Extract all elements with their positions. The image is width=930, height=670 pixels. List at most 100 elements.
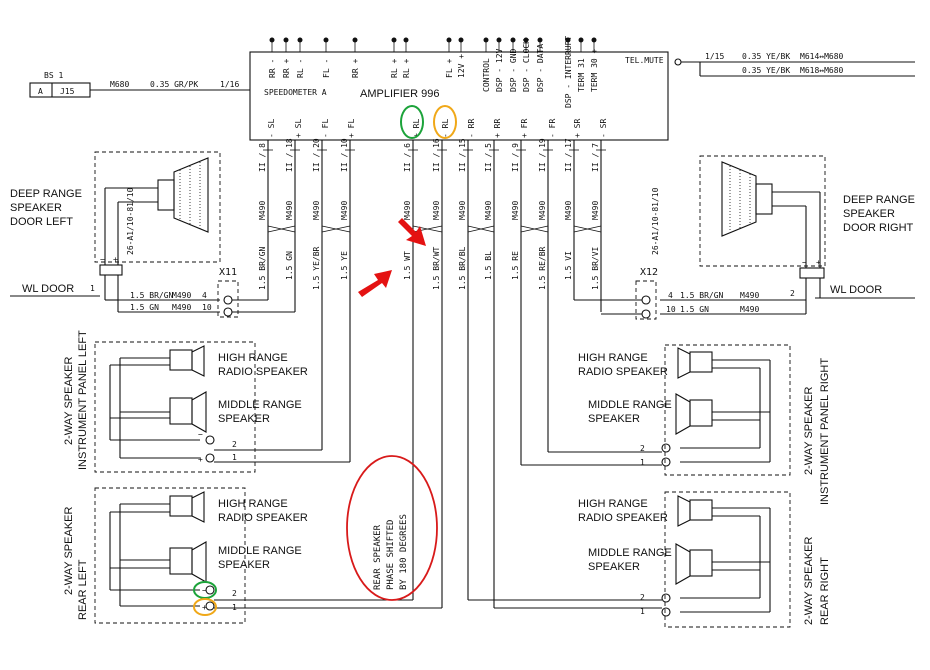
pin-label: DSP - GND (509, 48, 518, 92)
svg-text:1: 1 (640, 458, 645, 467)
pin-number: 10 (202, 303, 212, 312)
speaker-label: RADIO SPEAKER (218, 366, 308, 378)
wire-code: M614↔M680 (800, 52, 844, 61)
wire-color: 1.5 WT (403, 251, 412, 280)
amp-bottom-pins: - SL + SL - FL + FL + RL - RL - RR + RR … (267, 119, 608, 138)
pin-number: 4 (668, 291, 673, 300)
pin-number: 1/16 (220, 80, 239, 89)
wire-spec: 0.35 GR/PK (150, 80, 198, 89)
deep-speaker-right: −+ 26-A1/10-81/10 DEEP RANGE SPEAKER DOO… (651, 155, 915, 279)
pin-label: - RR (467, 119, 476, 138)
wire-code: M490 (432, 201, 441, 220)
svg-text:1: 1 (232, 453, 237, 462)
connector-label: II / 15 (458, 138, 467, 172)
wire-code: M490 (258, 201, 267, 220)
svg-text:+: + (198, 455, 203, 464)
rear-speaker-right: HIGH RANGE RADIO SPEAKER MIDDLE RANGE SP… (468, 491, 831, 628)
wire-color: 1.5 BR/GN (130, 291, 174, 300)
wire-color: 1.5 BL (484, 251, 493, 280)
pin-label: + SL (294, 119, 303, 138)
svg-text:2: 2 (640, 444, 645, 453)
wire-code: M490 (340, 201, 349, 220)
svg-text:+: + (113, 255, 118, 264)
connector-id: X11 (219, 267, 237, 278)
connector-label: II / 16 (432, 138, 441, 172)
speaker-group-label: REAR LEFT (77, 559, 89, 620)
pin-number: 4 (202, 291, 207, 300)
wire-code-labels: M490 M490 M490 M490 M490 M490 M490 M490 … (258, 201, 600, 220)
svg-text:+: + (202, 603, 207, 612)
j15-label: J15 (60, 87, 75, 96)
green-highlight-amp (400, 105, 424, 139)
speaker-label: MIDDLE RANGE (218, 545, 302, 557)
pin-label: - SR (599, 119, 608, 138)
wire-color: 1.5 BR/WT (432, 246, 441, 290)
svg-text:−: − (802, 258, 807, 267)
pin-label: - FL (321, 119, 330, 138)
wire-color: 1.5 BR/GN (680, 291, 724, 300)
speaker-group-label: INSTRUMENT PANEL RIGHT (819, 358, 831, 505)
panel-speaker-right: HIGH RANGE RADIO SPEAKER MIDDLE RANGE SP… (520, 344, 831, 505)
pin-label: - FR (548, 119, 557, 138)
annotation-line: REAR SPEAKER (373, 524, 383, 590)
pin-label: RL + (390, 59, 399, 78)
speaker-label: SPEAKER (218, 559, 270, 571)
speaker-label: RADIO SPEAKER (218, 512, 308, 524)
connector-label: II / 7 (591, 143, 600, 172)
pin-label: FL + (445, 59, 454, 78)
speedometer-label: SPEEDOMETER A (264, 88, 327, 97)
wire-color: 1.5 YE (340, 251, 349, 280)
pin-label: - SL (267, 119, 276, 138)
wire-code: M490 (484, 201, 493, 220)
annotation-line: PHASE SHIFTED (386, 520, 396, 590)
speaker-label: DEEP RANGE (10, 188, 82, 200)
pin-label: DSP - DATA (536, 44, 545, 92)
wire-code: M490 (740, 305, 759, 314)
pin-label: 12V + (457, 54, 466, 78)
svg-text:1: 1 (640, 607, 645, 616)
svg-text:1: 1 (90, 284, 95, 293)
connector-label: II / 8 (258, 143, 267, 172)
tel-mute-outputs: 1/15 0.35 YE/BK M614↔M680 0.35 YE/BK M61… (674, 52, 915, 77)
part-number: 26-A1/10-81/10 (651, 187, 660, 255)
speaker-label: SPEAKER (10, 202, 62, 214)
pin-number: 1/15 (705, 52, 724, 61)
door-right: WL DOOR 2 4 1.5 BR/GN M490 10 1.5 GN M49… (574, 267, 915, 320)
wire-code: M490 (740, 291, 759, 300)
wire-color: 1.5 BR/GN (258, 246, 267, 290)
svg-text:2: 2 (232, 589, 237, 598)
speaker-group-label: 2-WAY SPEAKER (63, 357, 75, 445)
wire-code: M490 (312, 201, 321, 220)
speaker-group-label: REAR RIGHT (819, 557, 831, 625)
wire-code: M490 (538, 201, 547, 220)
wire-code: M490 (564, 201, 573, 220)
speaker-label: DOOR LEFT (10, 216, 73, 228)
pin-label: TERM 31 (577, 58, 586, 92)
pin-label: + RR (493, 119, 502, 138)
svg-text:2: 2 (640, 593, 645, 602)
deep-speaker-left: −+ 26-A1/10-81/10 DEEP RANGE SPEAKER DOO… (10, 151, 221, 276)
pin-label: DSP - CLOCK (522, 39, 531, 92)
wire-code: M618↔M680 (800, 66, 844, 75)
wire-color: 1.5 RE (511, 251, 520, 280)
pin-label: - RL (441, 119, 450, 138)
connector-label: II / 9 (511, 143, 520, 172)
part-number: 26-A1/10-81/10 (126, 187, 135, 255)
wire-spec: 0.35 YE/BK (742, 52, 790, 61)
door-label: WL DOOR (830, 284, 882, 296)
wire-color: 1.5 YE/BR (312, 246, 321, 290)
svg-text:2: 2 (790, 289, 795, 298)
door-label: WL DOOR (22, 283, 74, 295)
pin-label: RL - (296, 59, 305, 78)
wire-color: 1.5 GN (130, 303, 159, 312)
orange-highlight-amp (433, 105, 457, 139)
speaker-label: SPEAKER (588, 561, 640, 573)
speaker-label: SPEAKER (218, 413, 270, 425)
wire-color: 1.5 GN (680, 305, 709, 314)
speaker-group-label: INSTRUMENT PANEL LEFT (77, 330, 89, 470)
phase-note: REAR SPEAKER PHASE SHIFTED BY 180 DEGREE… (373, 514, 409, 590)
bs-label: BS 1 (44, 71, 63, 80)
speaker-group-label: 2-WAY SPEAKER (803, 537, 815, 625)
